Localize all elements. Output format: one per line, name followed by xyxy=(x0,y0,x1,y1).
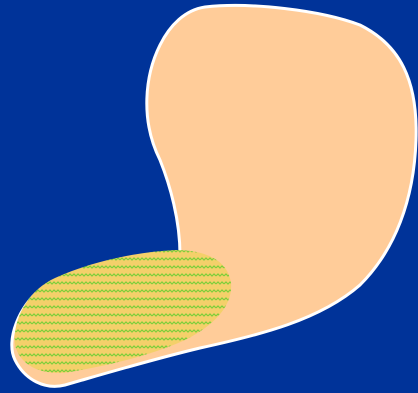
stomach-diagram xyxy=(0,0,418,393)
diagram-canvas xyxy=(0,0,418,393)
